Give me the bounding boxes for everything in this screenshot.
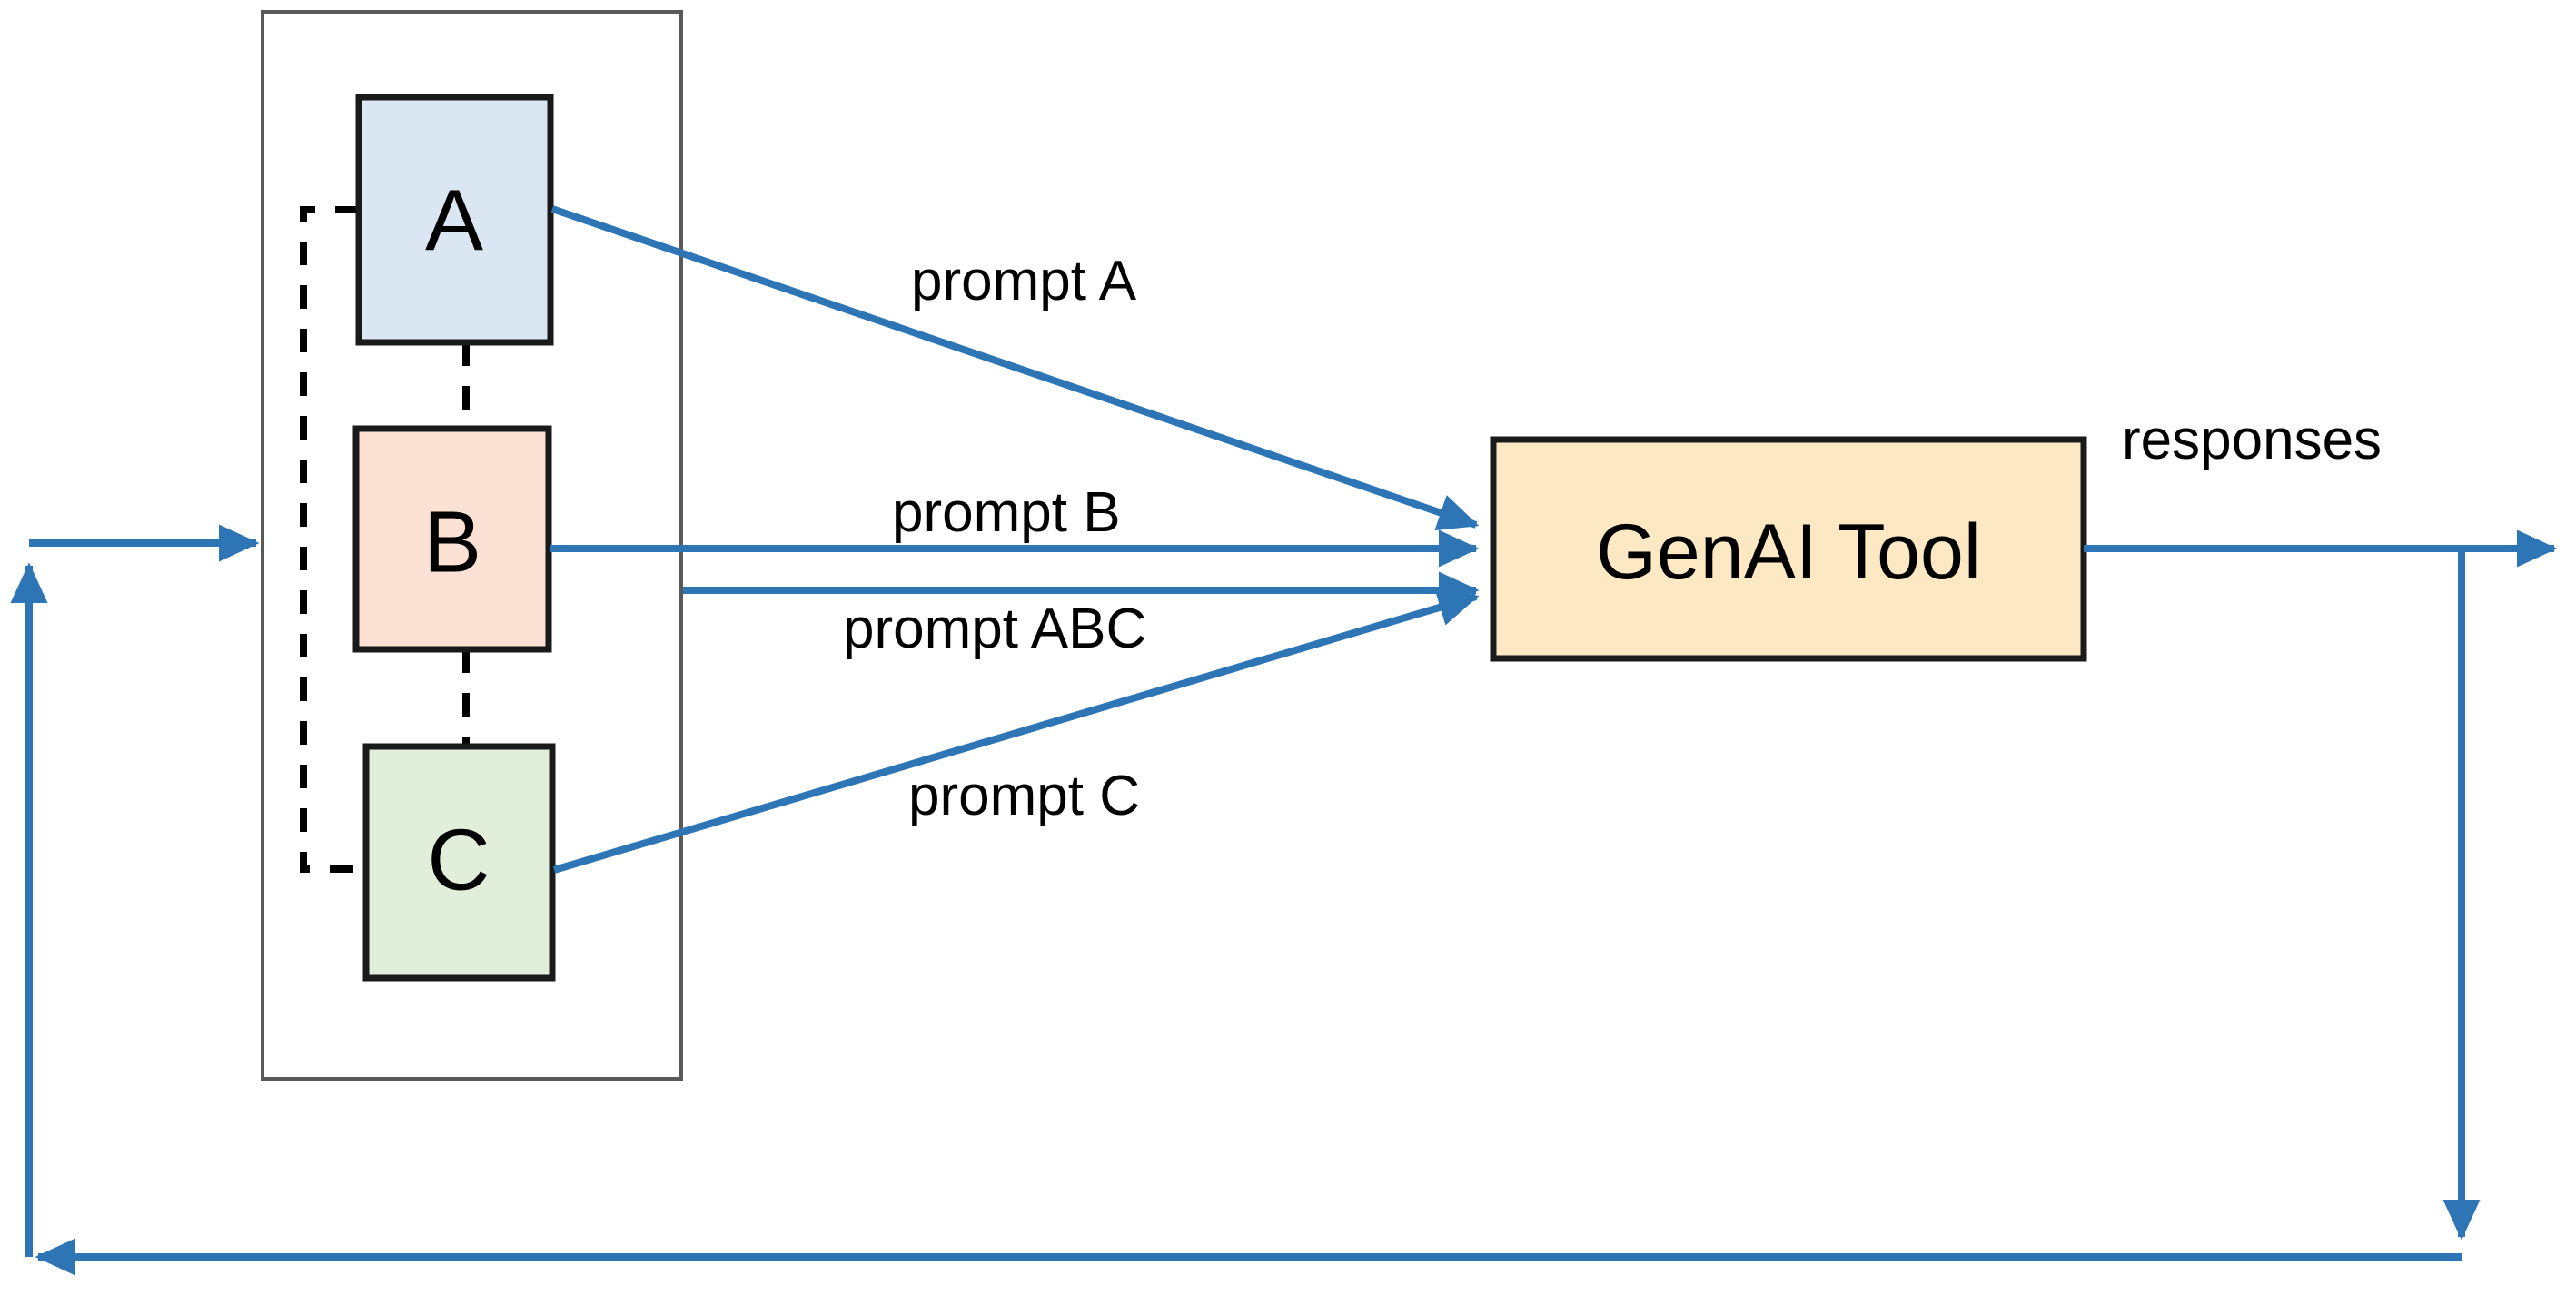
node-c-label: C: [427, 812, 490, 909]
prompt-c-edge[interactable]: [552, 588, 1480, 874]
genai-tool-label: GenAI Tool: [1596, 509, 1981, 596]
genai-tool-box[interactable]: [1490, 436, 2087, 662]
node-b-box[interactable]: [352, 425, 552, 653]
responses-label: responses: [2122, 409, 2382, 471]
dashed-link-a-c-bracket: [300, 206, 366, 873]
prompt-abc-label: prompt ABC: [843, 598, 1146, 660]
prompt-a-label: prompt A: [911, 250, 1137, 312]
node-c-box[interactable]: [362, 743, 556, 982]
node-a-label: A: [425, 173, 483, 270]
prompt-c-label: prompt C: [908, 765, 1140, 827]
node-a-box[interactable]: [355, 94, 554, 346]
prompt-a-edge[interactable]: [550, 205, 1480, 531]
node-b-label: B: [423, 494, 481, 591]
prompt-b-label: prompt B: [892, 481, 1121, 544]
